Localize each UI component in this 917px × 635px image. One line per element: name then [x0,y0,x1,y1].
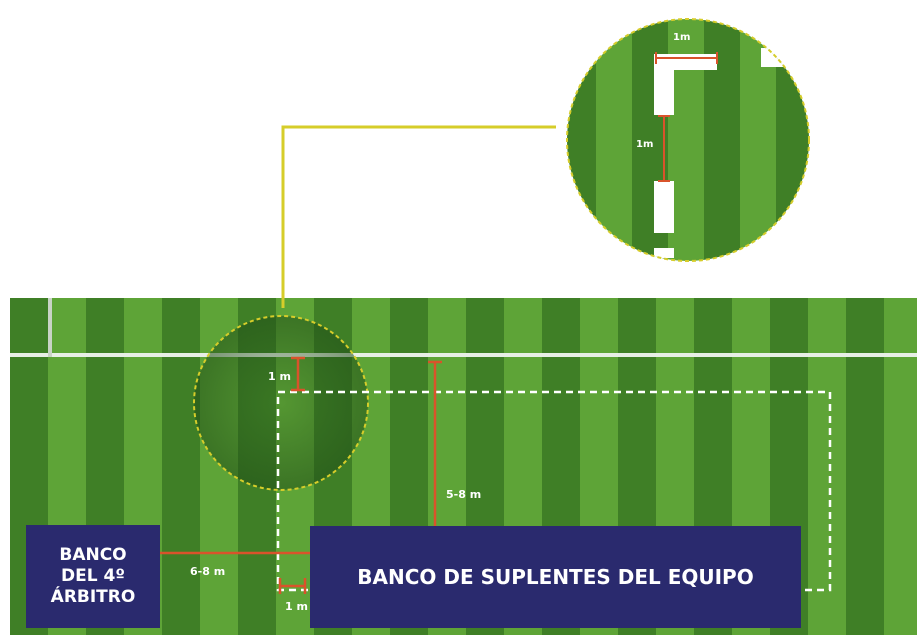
side-distance-label: 6-8 m [190,565,225,578]
fourth-bench-line1: BANCO [59,545,127,565]
magnified-area-circle [193,315,369,491]
zoom-gap-label: 1m [636,139,653,150]
zoom-distance-label: 1m [673,32,690,43]
depth-label: 5-8 m [446,488,481,501]
field-measurements [160,356,442,594]
fourth-bench-line2: DEL 4º [61,566,125,586]
grass-stripe [567,19,596,261]
grass-stripe [884,298,917,635]
zoom-line-fragment [654,248,674,258]
zoom-circle-outline [566,18,810,262]
grass-stripe [808,298,846,635]
grass-stripe [776,19,809,261]
grass-stripe [812,15,848,265]
team-bench-label: BANCO DE SUPLENTES DEL EQUIPO [357,565,754,589]
grass-stripe [162,298,200,635]
team-bench: BANCO DE SUPLENTES DEL EQUIPO [310,526,801,628]
fourth-bench-line3: ÁRBITRO [50,587,136,607]
bottom-gap-label: 1 m [285,600,308,613]
callout-connector [281,125,556,308]
field-top-distance-label: 1 m [268,370,291,383]
grass-stripe [596,19,632,261]
zoom-detail [567,15,848,265]
zoom-line-vertical-top [654,54,674,115]
zoom-line-vertical-bottom [654,181,674,233]
fourth-official-bench: BANCO DEL 4º ÁRBITRO [26,525,160,628]
grass-stripe [704,19,740,261]
grass-stripe [846,298,884,635]
